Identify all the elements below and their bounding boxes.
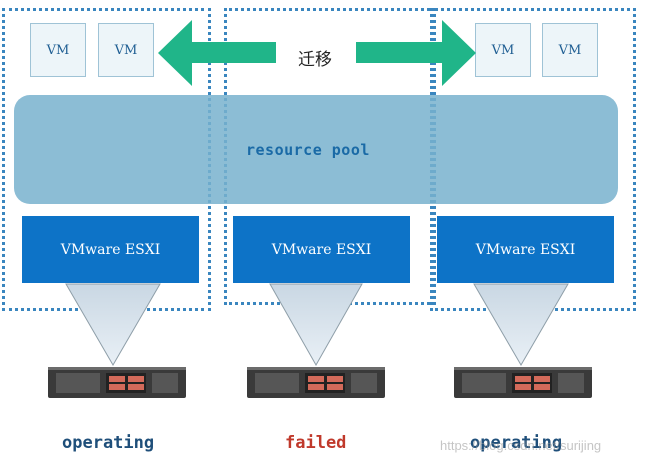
watermark: https://blog.csdn.net/surijing (440, 438, 602, 453)
vm-box-left-2: VM (98, 23, 154, 77)
server-icon (247, 367, 385, 398)
esxi-host-3: VMware ESXI (437, 216, 614, 283)
connector-funnel-1 (65, 283, 161, 366)
resource-pool (14, 95, 618, 204)
migration-label: 迁移 (298, 50, 332, 70)
migrate-arrow-right-icon (356, 20, 476, 86)
vm-box-right-2: VM (542, 23, 598, 77)
server-icon (48, 367, 186, 398)
resource-pool-label: resource pool (246, 141, 370, 159)
migrate-arrow-left-icon (158, 20, 276, 86)
host-status-1: operating (62, 433, 155, 453)
server-icon (454, 367, 592, 398)
connector-funnel-2 (269, 283, 363, 367)
vm-box-right-1: VM (475, 23, 531, 77)
esxi-host-2: VMware ESXI (233, 216, 410, 283)
connector-funnel-3 (473, 283, 569, 366)
host-status-3: operating (470, 433, 563, 453)
host-status-2: failed (285, 433, 347, 453)
vm-box-left-1: VM (30, 23, 86, 77)
esxi-host-1: VMware ESXI (22, 216, 199, 283)
